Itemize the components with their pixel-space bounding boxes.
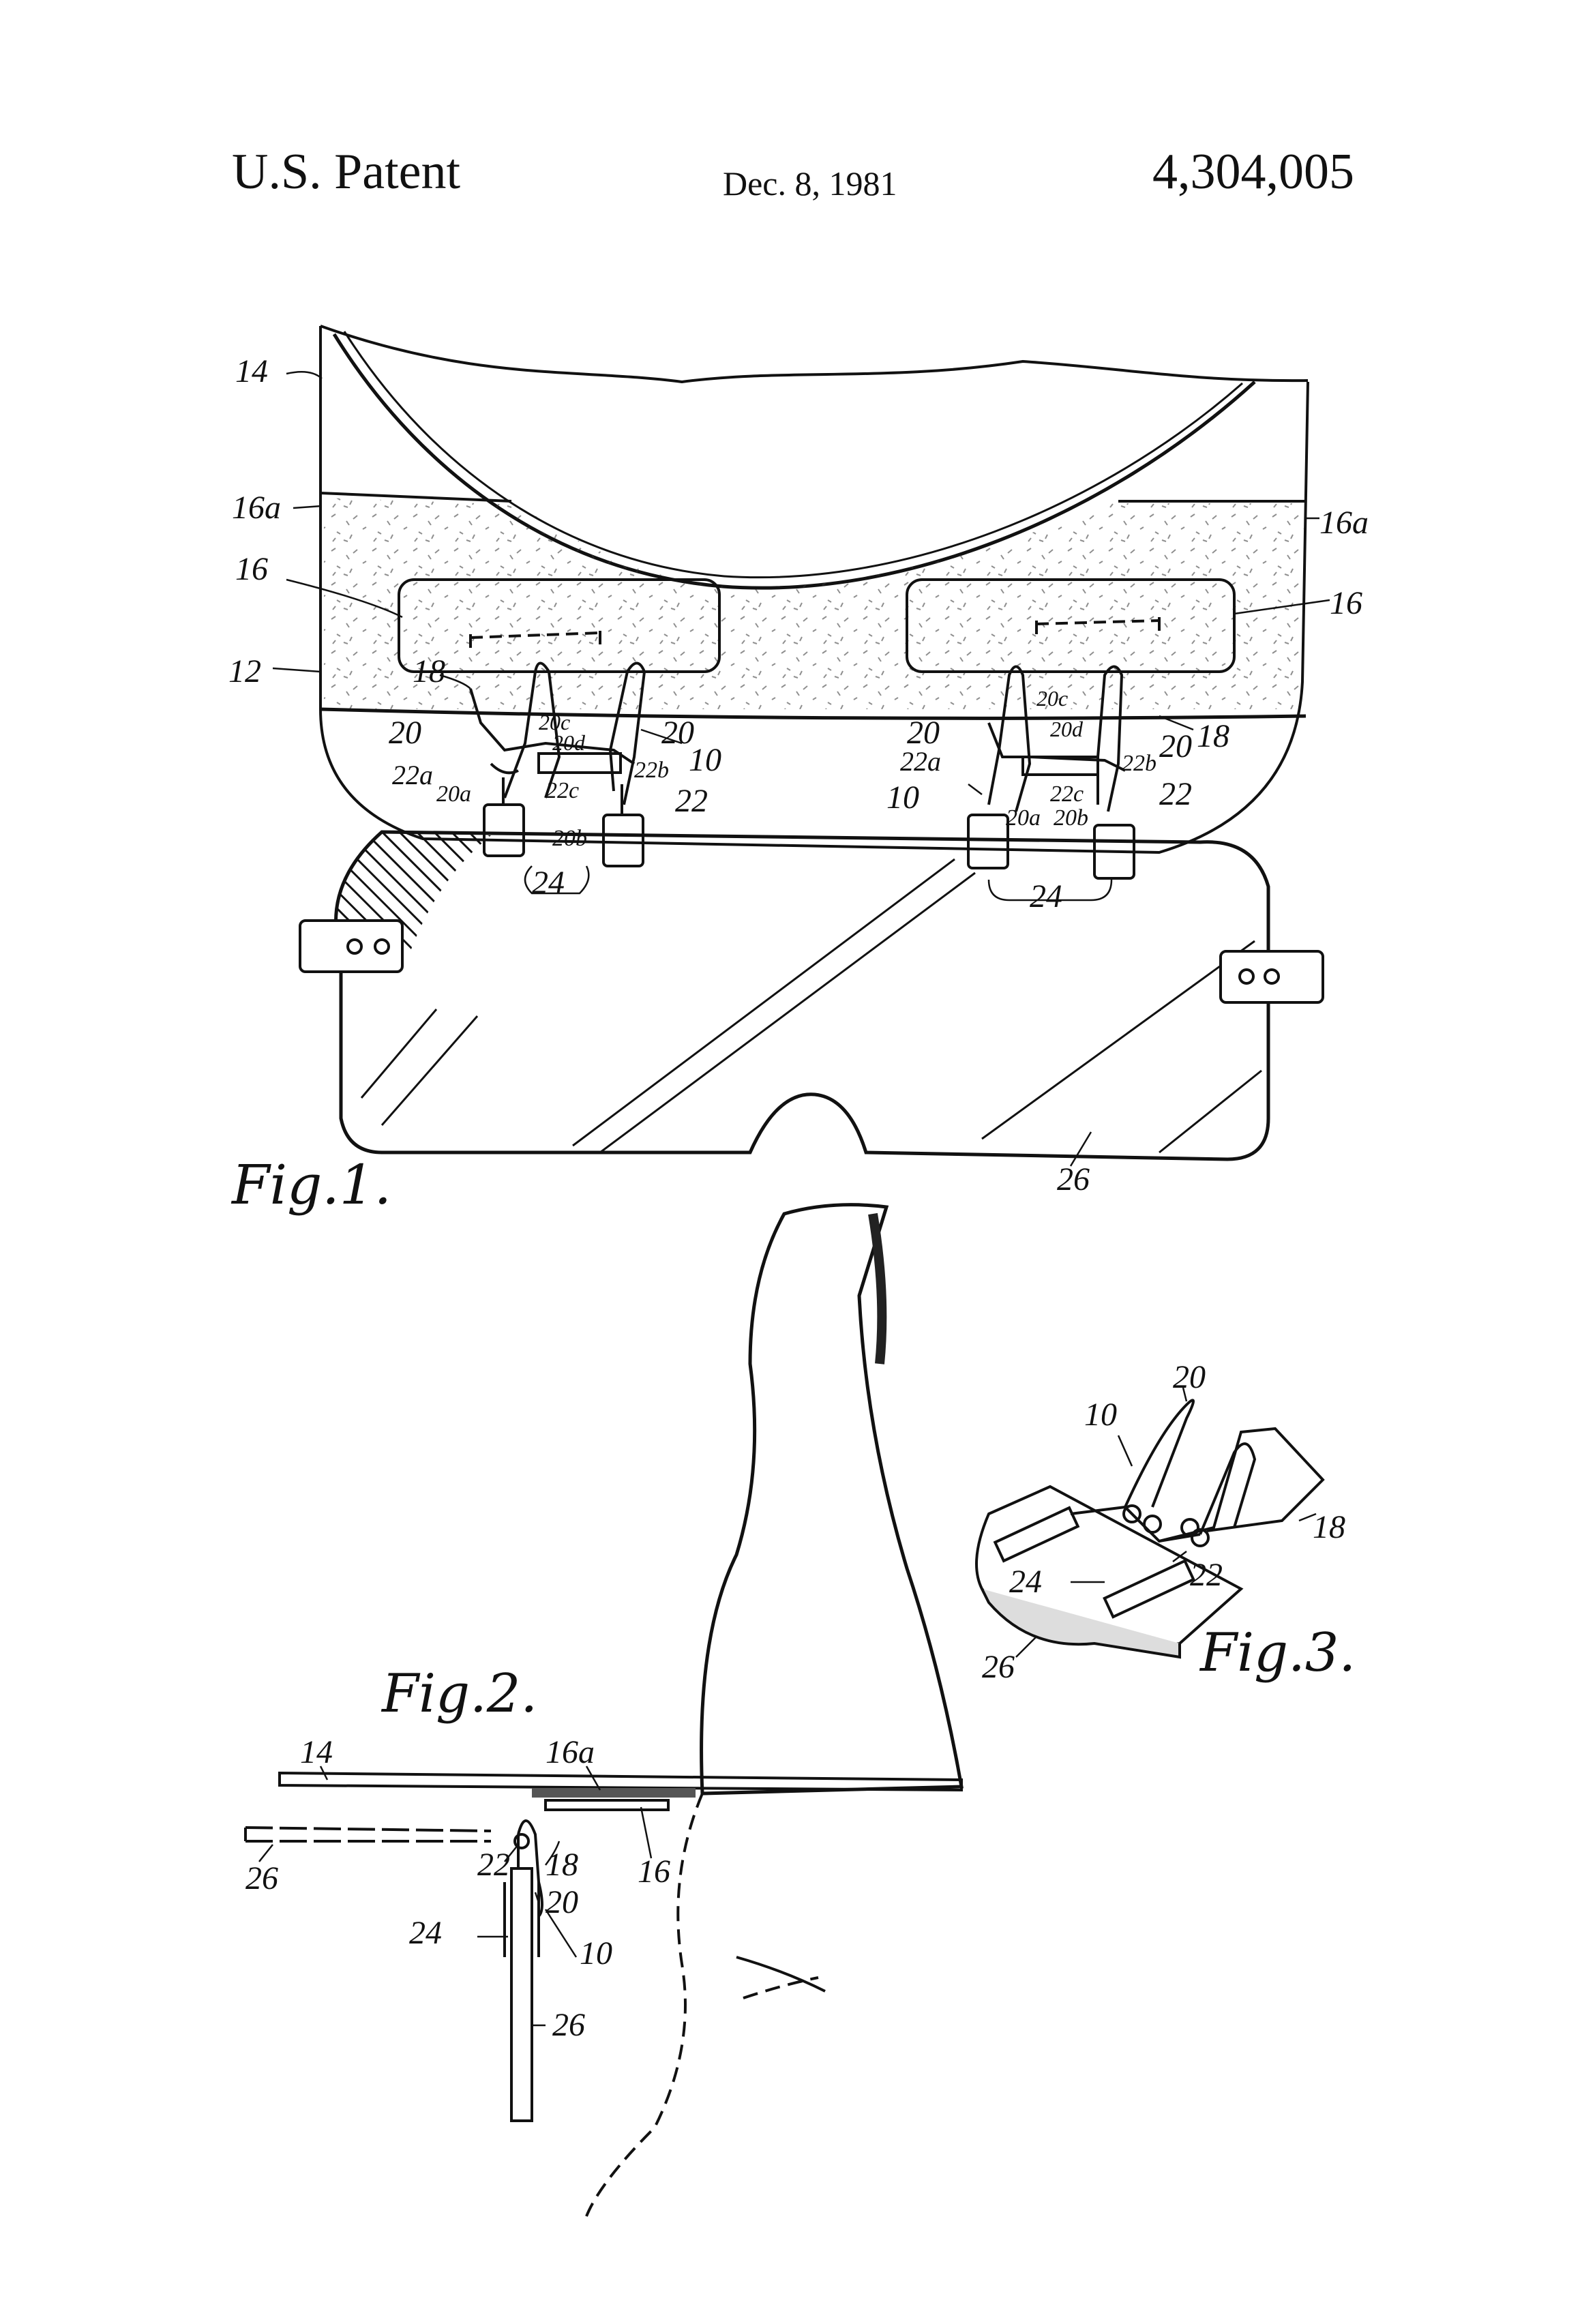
pad-16a-fig2 (532, 1788, 696, 1798)
fabric-texture (324, 498, 1304, 709)
label-18-fig2: 18 (546, 1847, 578, 1883)
pad-24-fig3-a (993, 1506, 1080, 1563)
label-24-right: 24 (1030, 878, 1062, 914)
label-18-fig3: 18 (1313, 1509, 1345, 1545)
patent-date: Dec. 8, 1981 (723, 164, 897, 203)
label-26-fig1: 26 (1057, 1161, 1090, 1197)
fig1-caption: Fig.1. (230, 1153, 391, 1217)
label-18-left: 18 (413, 653, 445, 689)
patent-number: 4,304,005 (1152, 144, 1354, 200)
label-20-right-b: 20 (1159, 728, 1192, 764)
label-18-right: 18 (1197, 718, 1229, 754)
label-22-fig3: 22 (1190, 1557, 1223, 1593)
label-20-fig3: 20 (1173, 1359, 1206, 1395)
label-20-left-b: 20 (661, 715, 694, 751)
label-20c-right: 20c (1036, 686, 1068, 711)
pad-16-right (906, 578, 1236, 673)
visor-26-stowed (245, 1826, 492, 1843)
label-10-fig3: 10 (1084, 1397, 1117, 1433)
label-16-fig2: 16 (638, 1853, 670, 1890)
visor-outline (319, 326, 1309, 854)
label-14: 14 (235, 353, 268, 389)
label-10-right: 10 (886, 779, 919, 816)
visor-26-hanging (510, 1867, 533, 2122)
label-22-left: 22 (675, 783, 708, 819)
visor-lower-edge (320, 707, 1307, 720)
clip-10-right (967, 617, 1161, 880)
label-14-fig2: 14 (300, 1734, 333, 1770)
pad-16-left (398, 578, 721, 673)
label-20d-left: 20d (552, 730, 586, 755)
fig2-labels: Fig.2. 14 16a 26 22 18 16 20 24 10 26 (245, 1663, 670, 2043)
label-22a-right: 22a (900, 746, 941, 777)
pad-24-left-a (483, 803, 525, 857)
figure-2 (244, 1203, 964, 2217)
label-20-left-a: 20 (389, 715, 421, 751)
fig3-labels: 10 20 18 24 22 26 Fig.3. (982, 1359, 1356, 1685)
label-24-fig2: 24 (409, 1915, 442, 1951)
label-20d-right: 20d (1050, 717, 1084, 741)
figure-1 (272, 325, 1330, 1167)
headliner-14 (278, 1771, 963, 1792)
label-22a-left: 22a (392, 760, 433, 790)
label-20a-right: 20a (1006, 805, 1041, 831)
label-16-left: 16 (235, 551, 268, 587)
fig3-caption: Fig.3. (1199, 1622, 1356, 1684)
label-26-fig3: 26 (982, 1649, 1015, 1685)
patent-label: U.S. Patent (232, 144, 461, 200)
pad-24-right-a (967, 814, 1009, 869)
label-10-left: 10 (689, 742, 721, 778)
label-20b-right: 20b (1054, 805, 1088, 831)
visor-top-edge (320, 325, 1309, 384)
label-22b-left: 22b (634, 758, 669, 783)
label-26-fig2-top: 26 (245, 1860, 278, 1896)
pad-24-right-b (1093, 824, 1135, 880)
label-20-fig2: 20 (546, 1884, 578, 1920)
label-16a-fig2: 16a (546, 1734, 595, 1770)
pad-24-left-b (602, 814, 644, 867)
driver-silhouette (700, 1203, 964, 1796)
label-22-right: 22 (1159, 776, 1192, 812)
label-22c-right: 22c (1050, 781, 1084, 807)
figure-3 (975, 1387, 1325, 1659)
label-22-fig2: 22 (477, 1847, 510, 1883)
label-24-fig3: 24 (1009, 1564, 1042, 1600)
pad-24-fig3-b (1103, 1559, 1195, 1619)
label-16-right: 16 (1330, 585, 1362, 621)
label-20c-left: 20c (539, 710, 570, 734)
label-20b-left: 20b (552, 826, 587, 851)
band-16a (320, 492, 512, 503)
tab-left (299, 919, 404, 973)
fig2-caption: Fig.2. (380, 1663, 537, 1725)
label-16a-right: 16a (1319, 505, 1369, 541)
fig1-labels: 14 16a 16a 16 16 12 18 18 20 20 20 20 20… (228, 353, 1369, 1217)
label-20-right-a: 20 (907, 715, 940, 751)
clip-10-left (469, 631, 646, 867)
label-16a-left: 16a (232, 490, 281, 526)
label-12: 12 (228, 653, 261, 689)
pad-16-fig2 (544, 1799, 670, 1811)
tab-right (1219, 950, 1324, 1004)
label-26-fig2-bottom: 26 (552, 2007, 585, 2043)
label-10-fig2: 10 (580, 1935, 612, 1971)
label-22c-left: 22c (546, 778, 579, 803)
label-20a-left: 20a (436, 781, 471, 807)
visor-26 (334, 830, 1270, 1161)
label-24-left: 24 (532, 865, 565, 901)
label-22b-right: 22b (1122, 751, 1156, 776)
